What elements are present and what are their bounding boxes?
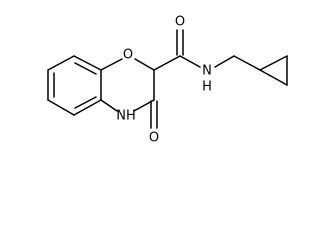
bond-benz-5 <box>73 99 102 116</box>
bond-benz-2 <box>47 55 75 71</box>
amide-nitrogen-label: N <box>202 64 212 79</box>
bond-o-c2 <box>134 58 155 71</box>
bond-benz-3 <box>73 55 102 71</box>
atom-labels: O O O N H NH <box>116 15 212 146</box>
bond-benz-5-inner <box>74 96 97 109</box>
lactam-oxygen-label: O <box>149 131 159 146</box>
bond-camide-n <box>179 55 201 68</box>
bond-benz-6 <box>47 99 75 116</box>
amide-hydrogen-label: H <box>202 80 212 95</box>
amide-oxygen-label: O <box>175 15 185 30</box>
bond-cyprop-3 <box>259 69 288 86</box>
bond-benz-3-inner <box>74 62 97 75</box>
bond-n-ch2 <box>214 55 235 68</box>
molecule-canvas: O O O N H NH <box>47 15 288 146</box>
ring-oxygen-label: O <box>123 48 133 63</box>
bond-c8a-o <box>100 58 123 71</box>
molecule-structure: O O O N H NH <box>47 15 288 146</box>
bond-c2-camide <box>153 55 181 71</box>
bond-cyprop-1 <box>259 55 288 71</box>
bond-n4-c4a <box>100 99 118 112</box>
ring-nh-label: NH <box>116 109 136 124</box>
bond-ch2-cyprop <box>233 55 261 71</box>
bonds <box>47 29 288 129</box>
